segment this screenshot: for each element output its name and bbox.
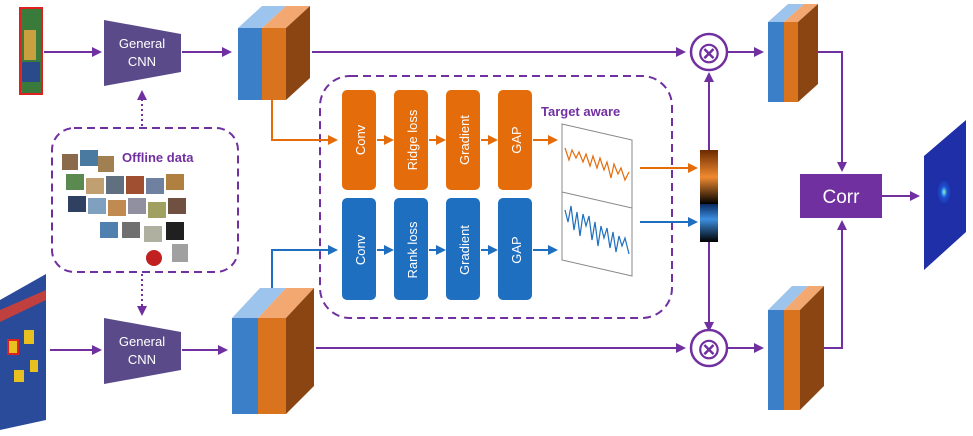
cnn-top-line1: General <box>119 36 165 51</box>
cnn-bottom-line1: General <box>119 334 165 349</box>
orange-gap-block <box>498 90 532 190</box>
blue-rank-loss-block <box>394 198 428 300</box>
target-aware-label: Target aware <box>541 104 620 119</box>
blue-gap-block <box>498 198 532 300</box>
multiply-top: ⊗ <box>689 32 729 72</box>
search-feature-cube <box>232 288 314 414</box>
weighted-search-feature <box>768 286 824 410</box>
multiply-bottom: ⊗ <box>689 328 729 368</box>
arrow-search-to-corr <box>824 220 847 349</box>
template-feature-cube <box>238 6 310 100</box>
target-aware-box: Target aware <box>319 75 673 319</box>
orange-step-4: GAP <box>509 126 524 153</box>
blue-gradient-block <box>446 198 480 300</box>
orange-ridge-loss-block <box>394 90 428 190</box>
blue-signal-plot <box>561 191 633 277</box>
blue-step-4: GAP <box>509 236 524 263</box>
orange-step-2: Ridge loss <box>405 109 420 170</box>
orange-step-3: Gradient <box>457 115 472 165</box>
apple-thumbnail <box>146 250 162 266</box>
cnn-top-line2: CNN <box>128 54 156 69</box>
arrow-template-to-corr <box>818 51 847 172</box>
blue-step-3: Gradient <box>457 225 472 275</box>
corr-label: Corr <box>823 187 861 208</box>
offline-data-box: Offline data <box>51 127 239 273</box>
weighted-template-feature <box>768 4 818 102</box>
orange-step-1: Conv <box>353 124 368 155</box>
channel-weight-bar <box>700 150 718 242</box>
offline-data-label: Offline data <box>122 150 194 165</box>
blue-conv-block <box>342 198 376 300</box>
arrow-template-feature-to-orange-pipeline <box>271 100 338 145</box>
orange-signal-plot <box>561 123 633 211</box>
general-cnn-bottom: General CNN <box>104 318 181 384</box>
offline-image-collage <box>62 150 188 266</box>
multiply-top-symbol: ⊗ <box>696 37 721 70</box>
blue-step-2: Rank loss <box>405 221 420 279</box>
arrow-search-feature-to-blue-pipeline <box>271 245 338 288</box>
template-image <box>19 7 43 95</box>
corr-block: Corr <box>800 174 882 218</box>
response-map <box>924 120 966 270</box>
orange-conv-block <box>342 90 376 190</box>
blue-step-1: Conv <box>353 234 368 265</box>
multiply-bottom-symbol: ⊗ <box>696 333 721 366</box>
cnn-bottom-line2: CNN <box>128 352 156 367</box>
orange-pipeline: Conv Ridge loss Gradient GAP <box>342 90 558 190</box>
general-cnn-top: General CNN <box>104 20 181 86</box>
search-image <box>0 274 46 430</box>
orange-gradient-block <box>446 90 480 190</box>
blue-pipeline: Conv Rank loss Gradient GAP <box>342 198 558 300</box>
